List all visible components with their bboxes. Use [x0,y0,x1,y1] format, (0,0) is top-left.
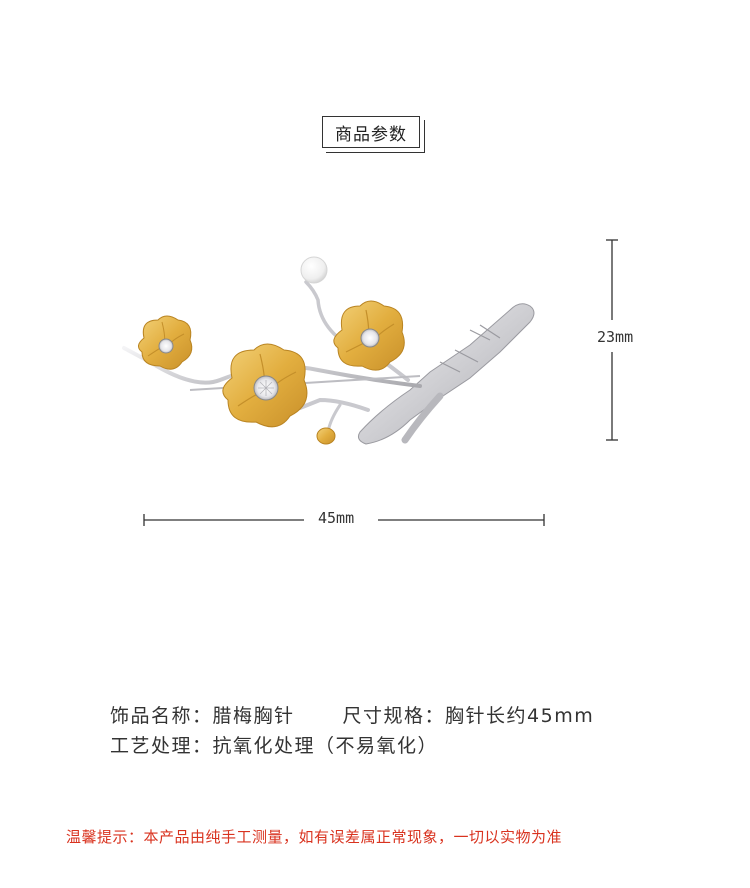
spec-row-name-size: 饰品名称：腊梅胸针 尺寸规格：胸针长约45mm [110,701,594,728]
flower-small [138,315,193,370]
spec-craft-label: 工艺处理： [110,735,213,757]
height-dimension-label: 23mm [593,328,638,346]
spec-craft-value: 抗氧化处理（不易氧化） [212,735,439,757]
flower-bud [316,427,336,445]
spec-name-value: 腊梅胸针 [212,705,295,727]
dimension-width-line [143,514,545,526]
flower-right [333,300,405,371]
dimension-height-line [606,239,618,441]
pearl [300,256,328,284]
title-frame-shadow [326,120,425,153]
spec-size-label: 尺寸规格： [342,705,446,727]
section-title-box: 商品参数 [322,116,425,153]
flower-large [222,343,308,428]
spec-name-label: 饰品名称： [110,705,213,727]
width-dimension-label: 45mm [314,509,359,527]
branch-silver [122,280,535,445]
warm-notice: 温馨提示：本产品由纯手工测量，如有误差属正常现象，一切以实物为准 [66,828,563,846]
section-title: 商品参数 [322,116,420,148]
spec-size-value: 胸针长约45mm [445,705,595,727]
spec-row-craft: 工艺处理：抗氧化处理（不易氧化） [110,731,438,758]
